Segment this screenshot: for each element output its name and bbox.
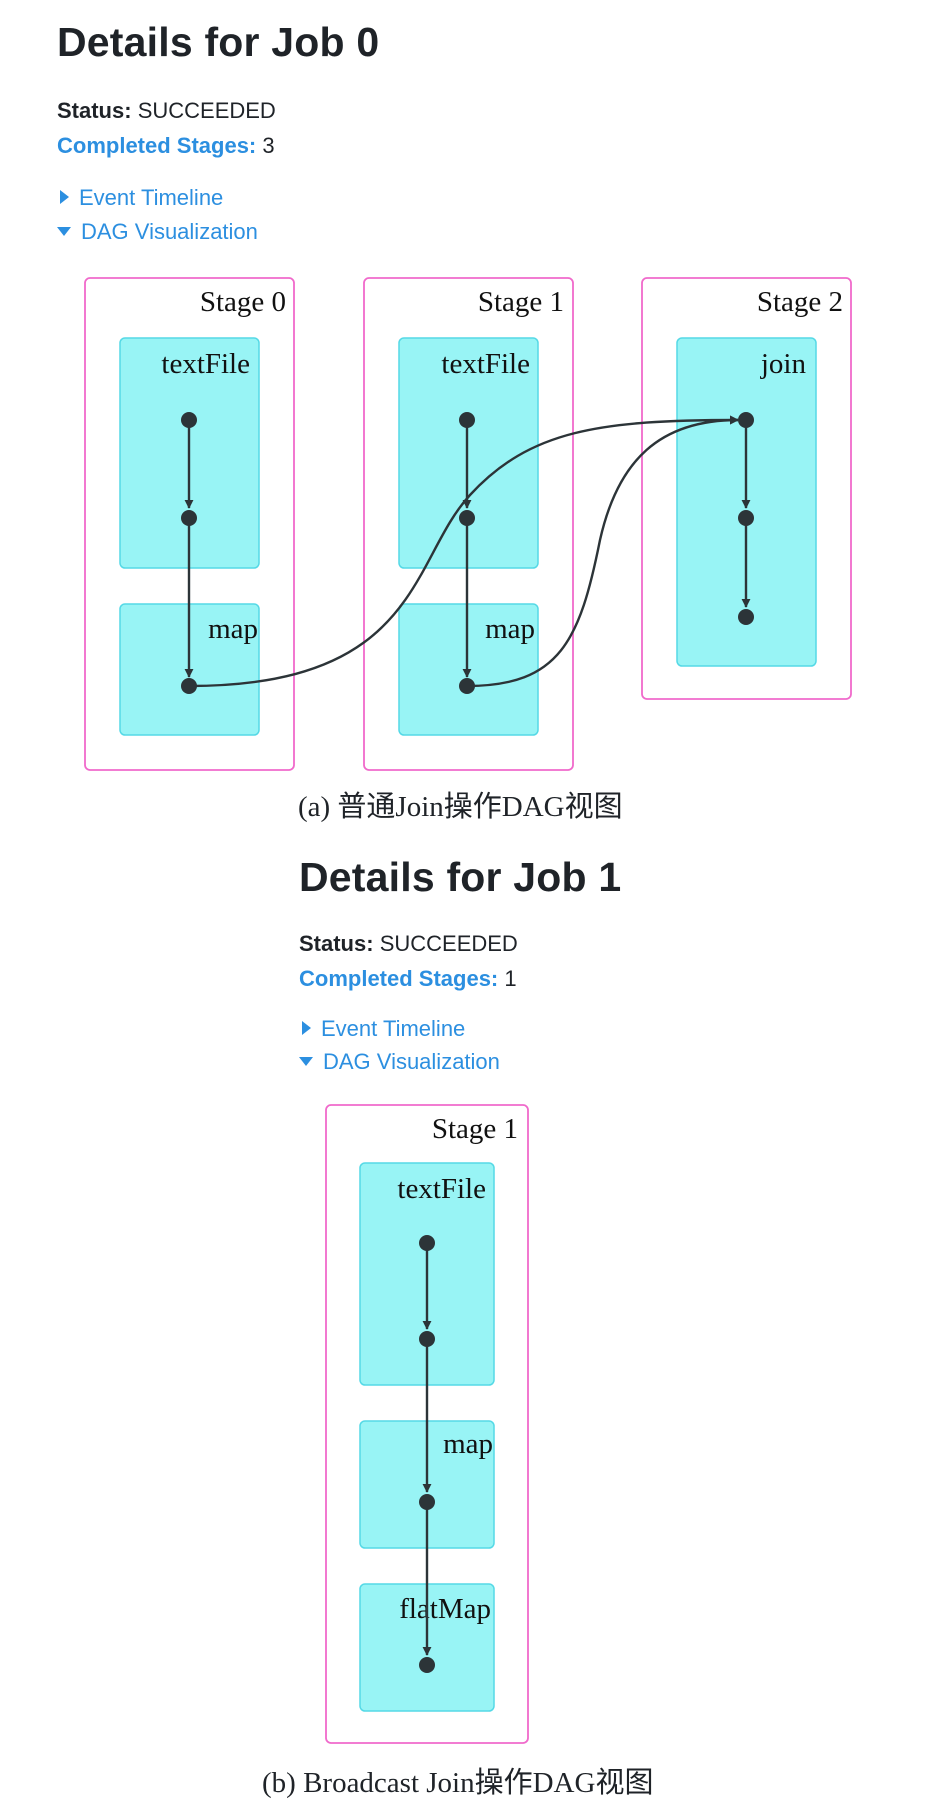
dag-visualization-toggle[interactable]: DAG Visualization	[57, 221, 258, 243]
dag-visualization-label: DAG Visualization	[323, 1049, 500, 1074]
completed-stages-link[interactable]: Completed Stages:	[299, 966, 499, 991]
op-label: map	[208, 613, 258, 645]
status-value: SUCCEEDED	[379, 931, 518, 956]
dag-node[interactable]	[738, 609, 754, 625]
status-value: SUCCEEDED	[137, 98, 276, 123]
dag-node[interactable]	[459, 412, 475, 428]
dag-node[interactable]	[181, 510, 197, 526]
dag-visualization-toggle[interactable]: DAG Visualization	[299, 1051, 500, 1073]
completed-stages-link[interactable]: Completed Stages:	[57, 133, 257, 158]
status-label: Status:	[57, 98, 132, 123]
dag-visualization-label: DAG Visualization	[81, 219, 258, 244]
status-line-job-1: Status: SUCCEEDED	[299, 933, 518, 955]
event-timeline-toggle[interactable]: Event Timeline	[299, 1018, 465, 1040]
page-title-job-1: Details for Job 1	[299, 854, 622, 900]
dag-node[interactable]	[738, 412, 754, 428]
stage-label: Stage 0	[200, 286, 286, 318]
stage-box[interactable]: Stage 1	[325, 1104, 529, 1744]
caret-right-icon	[302, 1021, 311, 1036]
op-box-textfile[interactable]: textFile	[398, 337, 539, 569]
op-label: flatMap	[399, 1593, 491, 1625]
op-label: map	[443, 1428, 493, 1460]
dag-node[interactable]	[738, 510, 754, 526]
dag-edge	[188, 415, 739, 688]
dag-node[interactable]	[419, 1657, 435, 1673]
caret-down-icon	[299, 1056, 313, 1066]
dag-node[interactable]	[419, 1331, 435, 1347]
dag-visualization-job-0: Stage 0 textFile map Stage 1 textFile ma…	[84, 277, 852, 771]
status-line-job-0: Status: SUCCEEDED	[57, 100, 276, 122]
dag-node[interactable]	[181, 678, 197, 694]
stage-box[interactable]: Stage 1	[363, 277, 574, 771]
dag-node[interactable]	[419, 1494, 435, 1510]
dag-node[interactable]	[419, 1235, 435, 1251]
op-label: join	[760, 348, 807, 380]
completed-stages-job-0: Completed Stages: 3	[57, 135, 275, 157]
status-label: Status:	[299, 931, 374, 956]
op-label: map	[485, 613, 535, 645]
caret-right-icon	[60, 190, 69, 205]
completed-stages-job-1: Completed Stages: 1	[299, 968, 517, 990]
completed-stages-count: 3	[262, 133, 275, 158]
dag-edge	[466, 415, 739, 688]
stage-box[interactable]: Stage 2	[641, 277, 852, 700]
page-title-job-0: Details for Job 0	[57, 19, 380, 65]
caret-down-icon	[57, 226, 71, 236]
stage-box[interactable]: Stage 0	[84, 277, 295, 771]
stage-label: Stage 2	[757, 286, 843, 318]
event-timeline-label: Event Timeline	[321, 1016, 466, 1041]
caption-job-0: (a) 普通Join操作DAG视图	[298, 791, 623, 823]
stage-label: Stage 1	[432, 1113, 518, 1145]
event-timeline-label: Event Timeline	[79, 185, 224, 210]
completed-stages-count: 1	[504, 966, 517, 991]
caption-job-1: (b) Broadcast Join操作DAG视图	[262, 1767, 654, 1799]
event-timeline-toggle[interactable]: Event Timeline	[57, 187, 223, 209]
dag-node[interactable]	[459, 510, 475, 526]
stage-label: Stage 1	[478, 286, 564, 318]
op-label: textFile	[397, 1173, 486, 1205]
dag-node[interactable]	[181, 412, 197, 428]
op-label: textFile	[441, 348, 530, 380]
dag-node[interactable]	[459, 678, 475, 694]
op-label: textFile	[161, 348, 250, 380]
